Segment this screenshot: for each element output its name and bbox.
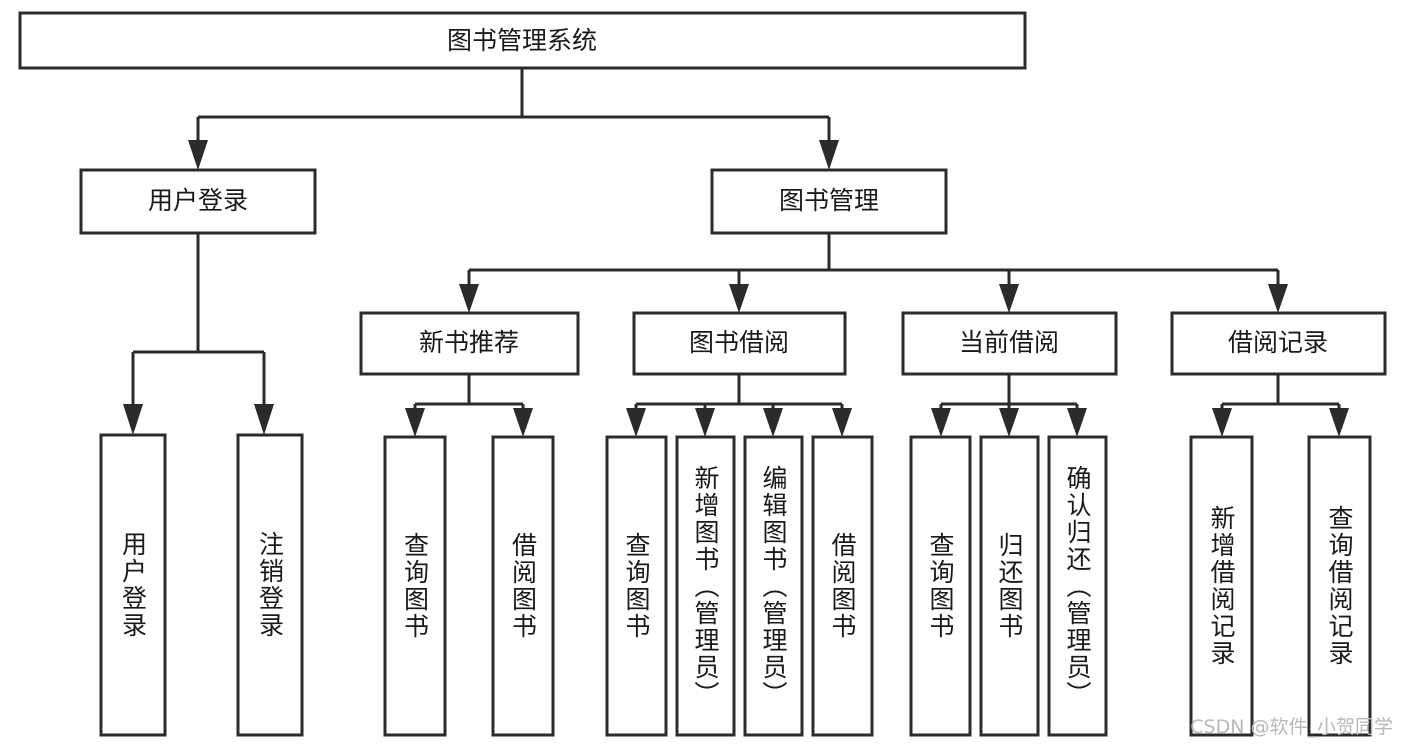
arrow-borrow-leaf1 (626, 408, 646, 437)
leaf-box-user-login[interactable] (99, 433, 167, 737)
node-book-borrow-label: 图书借阅 (689, 328, 789, 357)
node-current-borrow-label: 当前借阅 (959, 328, 1059, 357)
node-user-login[interactable]: 用户登录 (79, 168, 317, 235)
arrow-bookmgmt-to-newbook (459, 284, 479, 313)
node-root[interactable]: 图书管理系统 (18, 11, 1027, 70)
node-book-management-label: 图书管理 (779, 186, 879, 215)
node-book-borrow-box[interactable] (632, 311, 847, 376)
watermark-text: CSDN @软件_小贺同学 (1190, 716, 1393, 738)
arrow-current-leaf2 (999, 408, 1019, 437)
arrow-record-leaf1 (1212, 408, 1232, 437)
node-borrow-record-label: 借阅记录 (1228, 328, 1328, 357)
node-book-borrow[interactable]: 图书借阅 (632, 311, 847, 376)
node-book-management[interactable]: 图书管理 (710, 168, 948, 235)
leaf-box-layer (99, 433, 1372, 737)
arrow-bookmgmt-to-record (1268, 284, 1288, 313)
node-current-borrow-box[interactable] (901, 311, 1118, 376)
leaf-box-edit-book-admin[interactable] (743, 435, 804, 737)
arrow-root-to-userlogin (188, 140, 208, 170)
leaf-box-borrow-book-2[interactable] (811, 435, 874, 737)
leaf-box-query-book-3[interactable] (909, 435, 972, 737)
node-root-label: 图书管理系统 (447, 26, 597, 55)
arrow-current-leaf3 (1067, 408, 1087, 437)
leaf-box-borrow-book-1[interactable] (491, 435, 555, 737)
node-borrow-record-box[interactable] (1170, 311, 1387, 376)
leaf-box-logout[interactable] (236, 433, 304, 737)
arrow-borrow-leaf3 (763, 408, 783, 437)
node-new-book-recommend-label: 新书推荐 (419, 328, 519, 357)
leaf-box-return-book[interactable] (979, 435, 1040, 737)
node-new-book-recommend[interactable]: 新书推荐 (359, 311, 580, 376)
arrow-borrow-leaf4 (832, 408, 852, 437)
arrow-root-to-bookmgmt (819, 140, 839, 170)
leaf-box-add-book-admin[interactable] (675, 435, 736, 737)
arrow-current-leaf1 (931, 408, 951, 437)
leaf-box-add-borrow-record[interactable] (1189, 435, 1254, 737)
node-user-login-box[interactable] (79, 168, 317, 235)
node-current-borrow[interactable]: 当前借阅 (901, 311, 1118, 376)
node-book-management-box[interactable] (710, 168, 948, 235)
leaf-box-query-borrow-record[interactable] (1307, 435, 1372, 737)
leaf-box-confirm-return-admin[interactable] (1047, 435, 1108, 737)
node-user-login-label: 用户登录 (148, 186, 248, 215)
arrow-newbook-leaf1 (405, 408, 425, 437)
arrow-bookmgmt-to-borrow (729, 284, 749, 313)
connector-layer (123, 68, 1349, 437)
arrow-bookmgmt-to-current (999, 284, 1019, 313)
node-root-box[interactable] (18, 11, 1027, 70)
leaf-box-query-book-1[interactable] (383, 435, 447, 737)
arrow-newbook-leaf2 (513, 408, 533, 437)
arrow-userlogin-leaf2 (254, 404, 274, 435)
arrow-record-leaf2 (1329, 408, 1349, 437)
leaf-box-query-book-2[interactable] (605, 435, 668, 737)
arrow-userlogin-leaf1 (123, 404, 143, 435)
node-new-book-recommend-box[interactable] (359, 311, 580, 376)
arrow-borrow-leaf2 (695, 408, 715, 437)
node-borrow-record[interactable]: 借阅记录 (1170, 311, 1387, 376)
